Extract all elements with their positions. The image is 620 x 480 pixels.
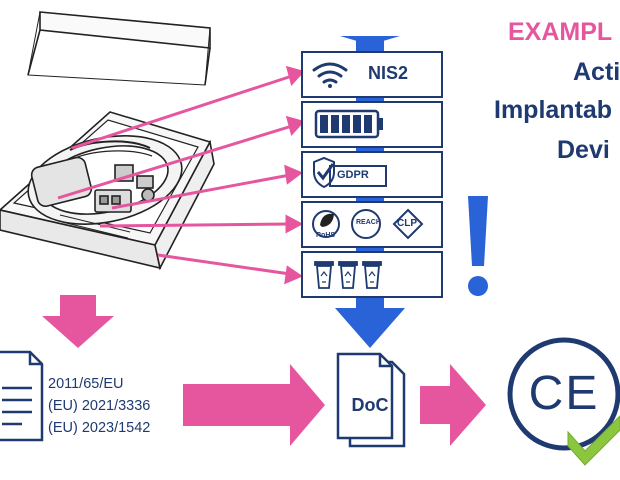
wifi-icon — [312, 62, 348, 88]
rohs-label: RoHS — [316, 232, 336, 239]
document-icon — [0, 350, 44, 442]
pink-down-arrow — [42, 295, 114, 348]
shield-check-icon — [313, 156, 387, 189]
title-line-3: Devi — [557, 136, 610, 164]
chem-icons — [312, 208, 424, 240]
regulation-item: 2011/65/EU — [48, 376, 124, 392]
doc-label: DoC — [351, 395, 389, 415]
battery-icon — [314, 109, 383, 139]
gdpr-label: GDPR — [337, 169, 369, 181]
regulation-item: (EU) 2021/3336 — [48, 398, 151, 414]
example-heading: EXAMPL — [508, 18, 613, 46]
ce-circle — [507, 337, 620, 451]
title-line-1: Acti — [573, 58, 620, 86]
regulation-list: 2011/65/EU (EU) 2021/3336 (EU) 2023/1542 — [48, 373, 150, 439]
regulation-item: (EU) 2023/1542 — [48, 420, 151, 436]
doc-stack-icon — [336, 352, 406, 448]
pink-right-arrow-1 — [183, 364, 325, 446]
title-line-2: Implantab — [494, 96, 613, 124]
recycle-bin-icon — [314, 261, 382, 289]
nis2-label: NIS2 — [368, 63, 409, 83]
device-box-illustration — [0, 11, 215, 271]
clp-label: CLP — [397, 218, 417, 229]
checkmark-icon — [567, 415, 620, 466]
badge-cards — [301, 51, 443, 298]
leaf-icon — [320, 213, 334, 227]
exclamation-icon — [468, 196, 488, 296]
pink-right-arrow-2 — [420, 364, 486, 446]
ce-mark-label: CE — [528, 367, 600, 420]
connector-arrows — [57, 65, 305, 285]
reach-label: REACH — [356, 219, 381, 226]
